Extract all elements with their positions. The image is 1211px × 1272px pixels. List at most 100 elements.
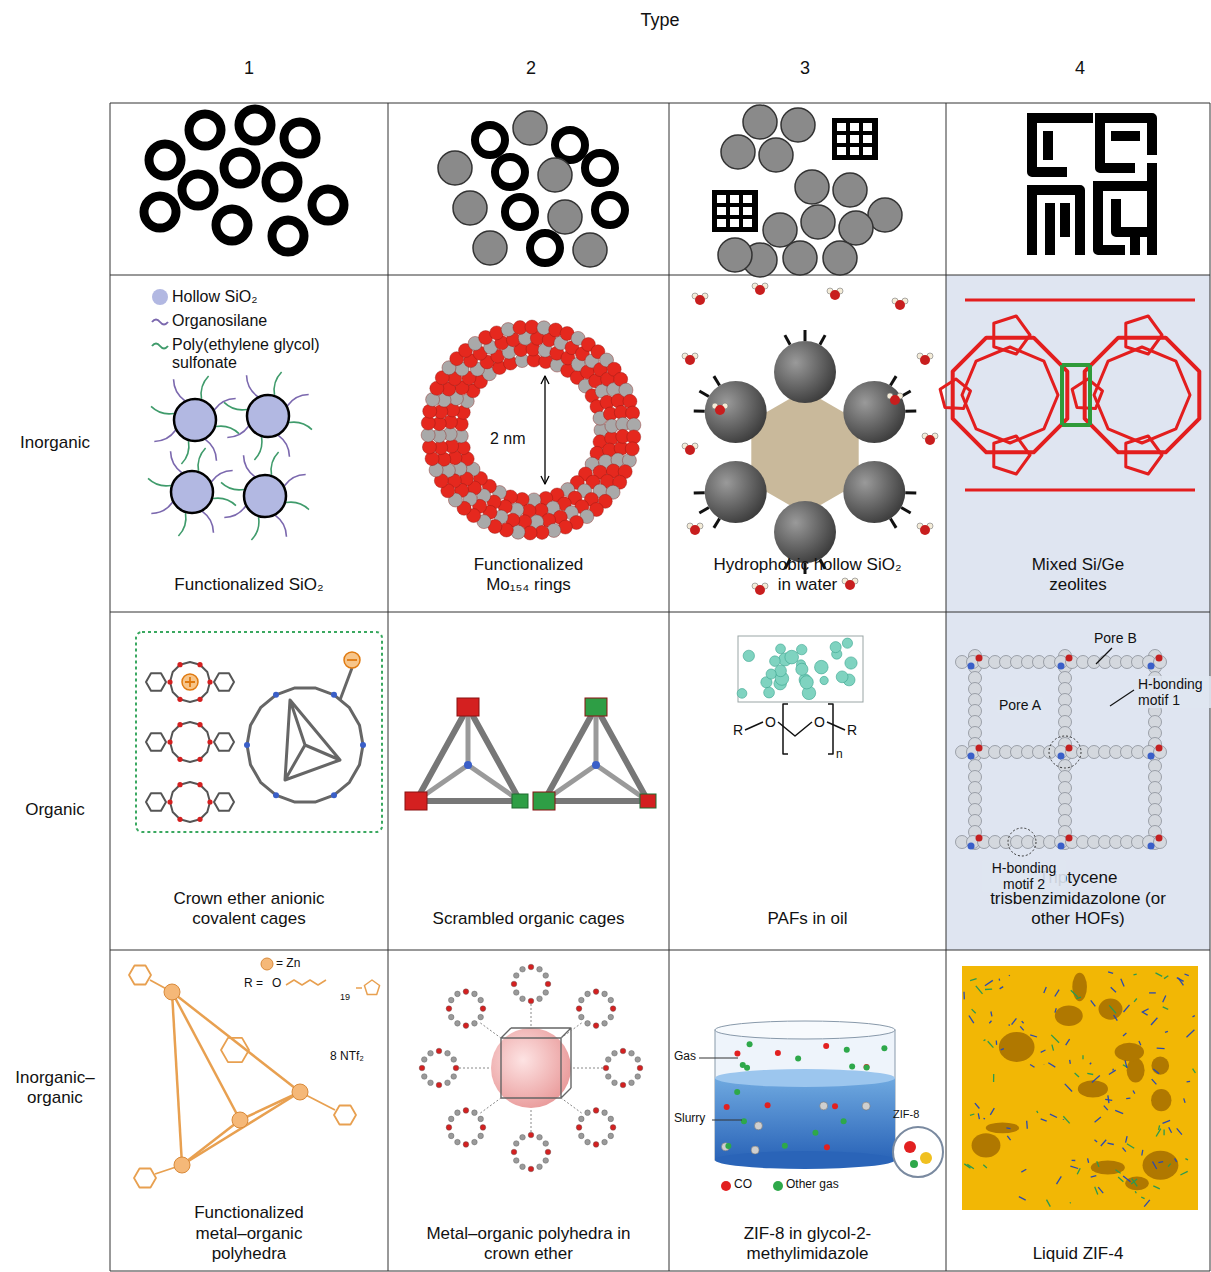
gas-molecule xyxy=(765,1102,771,1108)
pore xyxy=(1072,973,1087,1001)
network-bond xyxy=(1030,1035,1037,1037)
arrow-head xyxy=(541,376,549,384)
network-bond xyxy=(1164,976,1168,979)
surface-chain xyxy=(224,506,245,517)
figure-label: n xyxy=(836,748,843,762)
maze-channel xyxy=(1116,131,1135,141)
oxygen-atom xyxy=(715,405,725,415)
crown-ether-atom xyxy=(446,1125,452,1131)
surface-chain xyxy=(221,482,244,490)
hydrophobic-group xyxy=(714,518,720,527)
figure-label: H-bonding motif 2 xyxy=(982,860,1066,892)
crown-ether-atom xyxy=(545,1149,551,1155)
pore xyxy=(1055,1005,1083,1025)
arrow-head xyxy=(541,476,549,484)
figure-label: Pore A xyxy=(997,697,1043,713)
oxygen-atom xyxy=(177,697,182,702)
zif-particle xyxy=(820,1102,828,1110)
framework-atom xyxy=(775,665,787,677)
vertex-group xyxy=(457,698,479,716)
framework-particle xyxy=(832,118,878,160)
figure-label: 19 xyxy=(340,992,350,1002)
network-bond xyxy=(1071,990,1078,997)
atom xyxy=(625,442,639,456)
network-bond xyxy=(1069,1060,1071,1064)
oxygen-atom xyxy=(197,817,202,822)
tether xyxy=(480,1098,501,1114)
solid-particle xyxy=(718,238,752,272)
pore xyxy=(999,1032,1035,1062)
surface-chain xyxy=(181,441,189,464)
network-bond xyxy=(983,1165,987,1168)
network-bond xyxy=(1041,1119,1047,1121)
hollow-particle xyxy=(475,125,505,155)
network-bond xyxy=(1135,1191,1136,1193)
framework-atom xyxy=(820,676,828,684)
network-bond xyxy=(1156,973,1163,977)
solid-particle xyxy=(783,241,817,275)
figure-label: R = xyxy=(244,977,263,991)
atom xyxy=(511,525,525,539)
benzene-ring xyxy=(134,1169,156,1188)
cell-caption: Functionalized metal–organic polyhedra xyxy=(182,1203,317,1265)
bracket xyxy=(783,704,788,754)
cage-cavity xyxy=(491,1028,571,1108)
unit-cell xyxy=(738,636,863,702)
crown-ether-atom xyxy=(472,1110,478,1116)
atom xyxy=(537,321,551,335)
imidazolium-ring xyxy=(364,980,379,995)
oxygen-atom xyxy=(830,290,840,300)
network-bond xyxy=(1153,1186,1160,1189)
crown-ether-atom xyxy=(448,1116,454,1122)
cage-frame xyxy=(416,707,520,801)
pore xyxy=(1127,1058,1145,1083)
hollow-particle xyxy=(239,109,271,141)
table-cell: Crown ether anionic covalent cages xyxy=(110,612,388,950)
solid-particle xyxy=(781,108,815,142)
framework-atom xyxy=(797,644,807,654)
tether xyxy=(561,1023,582,1039)
crown-ether-atom xyxy=(608,1133,614,1139)
solid-particle xyxy=(538,158,572,192)
vertex-group xyxy=(512,794,528,808)
oxygen-atom xyxy=(890,395,900,405)
crown-ether xyxy=(170,662,210,702)
network-bond xyxy=(993,1074,994,1082)
network-bond xyxy=(1104,1106,1108,1111)
surface-chain xyxy=(216,426,239,434)
surface-chain xyxy=(251,517,259,540)
pore-space xyxy=(751,390,858,514)
bond-line xyxy=(827,722,845,730)
figure-label: ZIF-8 xyxy=(893,1108,919,1121)
network-bond xyxy=(1007,1136,1010,1140)
crown-ether-atom xyxy=(576,1125,582,1131)
network-bond xyxy=(1127,1144,1134,1149)
cell-caption: Metal–organic polyhedra in crown ether xyxy=(414,1224,644,1265)
crown-ether-atom xyxy=(463,1108,469,1114)
surface-chain xyxy=(287,395,308,406)
crown-ether-atom xyxy=(608,997,614,1003)
hydrophobic-group xyxy=(694,491,705,494)
nitrogen-atom xyxy=(968,843,975,850)
network-bond xyxy=(1065,1084,1072,1092)
gas-molecule xyxy=(823,1043,829,1049)
framework-pore xyxy=(837,123,846,131)
magnifier xyxy=(893,1127,943,1177)
network-bond xyxy=(1070,1166,1078,1168)
hollow-silica xyxy=(705,381,767,443)
surface-chain xyxy=(205,439,216,460)
pore xyxy=(972,1133,1001,1157)
bracket xyxy=(828,704,833,754)
framework-pore xyxy=(717,207,726,215)
network-bond xyxy=(1126,1097,1130,1099)
leader-line xyxy=(1110,690,1134,706)
nitrogen-atom xyxy=(1058,843,1065,850)
zif-particle xyxy=(862,1102,870,1110)
benzene-ring xyxy=(129,966,151,985)
crown-ether-atom xyxy=(528,964,534,970)
crown-ether-atom xyxy=(480,1006,486,1012)
crown-ether-atom xyxy=(543,990,549,996)
framework-atom xyxy=(737,689,747,699)
crown-ether-atom xyxy=(585,1139,591,1145)
legend-chain xyxy=(152,344,168,349)
